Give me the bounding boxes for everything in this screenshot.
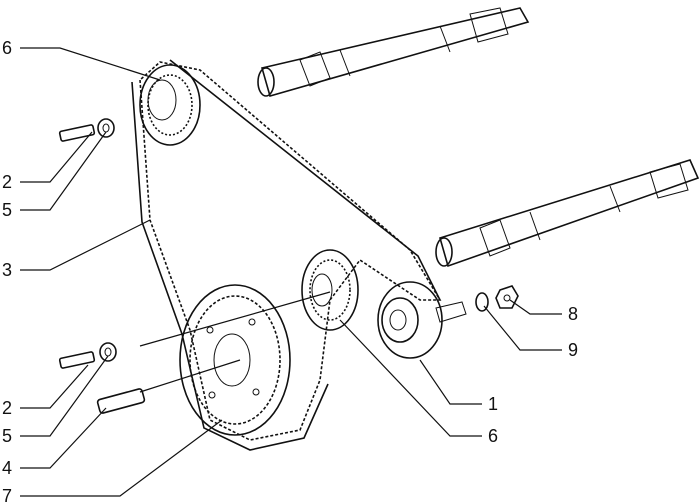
washer-and-nut <box>475 285 519 312</box>
pulley-idler <box>301 249 359 331</box>
callout-5-top: 5 <box>2 200 12 220</box>
callout-7: 7 <box>2 486 12 503</box>
callout-2-top: 2 <box>2 172 12 192</box>
callout-8: 8 <box>568 304 578 324</box>
callout-4: 4 <box>2 458 12 478</box>
callout-5-bottom: 5 <box>2 426 12 446</box>
callout-3: 3 <box>2 260 12 280</box>
camshaft-lower <box>435 159 700 268</box>
timing-belt <box>131 59 442 451</box>
callout-6-top: 6 <box>2 38 12 58</box>
bolt-lower <box>58 342 117 369</box>
leader-lines <box>20 47 562 497</box>
camshaft-upper <box>257 7 530 97</box>
crankshaft-pulley <box>179 284 291 436</box>
pulley-upper <box>139 64 201 146</box>
callout-1: 1 <box>488 394 498 414</box>
callout-9: 9 <box>568 340 578 360</box>
callout-2-bottom: 2 <box>2 398 12 418</box>
callout-6-bottom: 6 <box>488 426 498 446</box>
tensioner <box>377 281 467 359</box>
bolt-crankshaft <box>96 388 146 414</box>
